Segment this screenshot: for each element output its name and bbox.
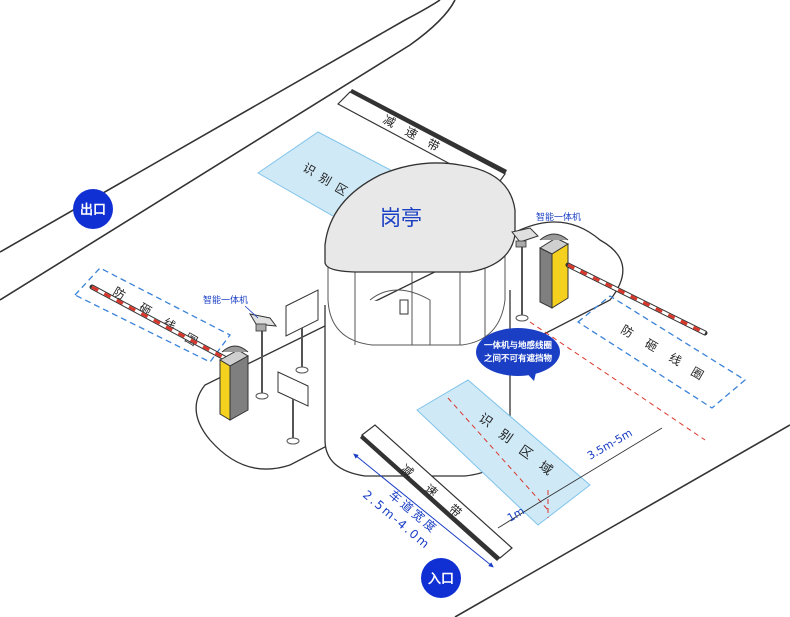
camera-right: 智能一体机 xyxy=(511,211,581,322)
loop-right-char-2: 砸 xyxy=(643,336,660,354)
booth-title: 岗亭 xyxy=(380,206,422,230)
display-sign-lower xyxy=(277,371,309,445)
exit-label: 出口 xyxy=(80,202,106,218)
exit-badge: 出口 xyxy=(73,189,113,229)
gate-pole-left xyxy=(219,345,249,421)
loop-right-char-4: 圈 xyxy=(689,364,706,382)
loop-right-char-3: 线 xyxy=(667,350,684,368)
camera-left: 智能一体机 xyxy=(203,294,278,400)
camera-left-label: 智能一体机 xyxy=(203,294,248,306)
loop-right: 防 砸 线 圈 xyxy=(576,295,747,409)
callout-line-2: 之间不可有遮挡物 xyxy=(484,353,553,364)
callout-bubble: 一体机与地感线圈 之间不可有遮挡物 xyxy=(476,328,560,381)
speed-bump-top: 减 速 带 xyxy=(337,89,507,189)
callout-line-1: 一体机与地感线圈 xyxy=(484,340,552,351)
recognition-zone-bottom: 识 别 区 域 xyxy=(416,379,591,526)
camera-right-label: 智能一体机 xyxy=(536,211,581,223)
entrance-label: 入口 xyxy=(428,572,454,587)
entrance-badge: 入口 xyxy=(421,558,461,598)
speed-bump-top-char-2: 速 xyxy=(403,124,420,142)
speed-bump-top-char-3: 带 xyxy=(425,136,442,154)
barrier-arm-left xyxy=(89,284,235,365)
gate-pole-right xyxy=(538,233,570,309)
reference-lines xyxy=(447,321,706,518)
speed-bump-top-char-1: 减 xyxy=(381,112,398,130)
distance-label: 3.5m-5m xyxy=(585,426,635,462)
barrier-arm-right xyxy=(565,262,708,336)
display-sign-upper xyxy=(285,289,319,374)
loop-right-char-1: 防 xyxy=(619,322,637,341)
